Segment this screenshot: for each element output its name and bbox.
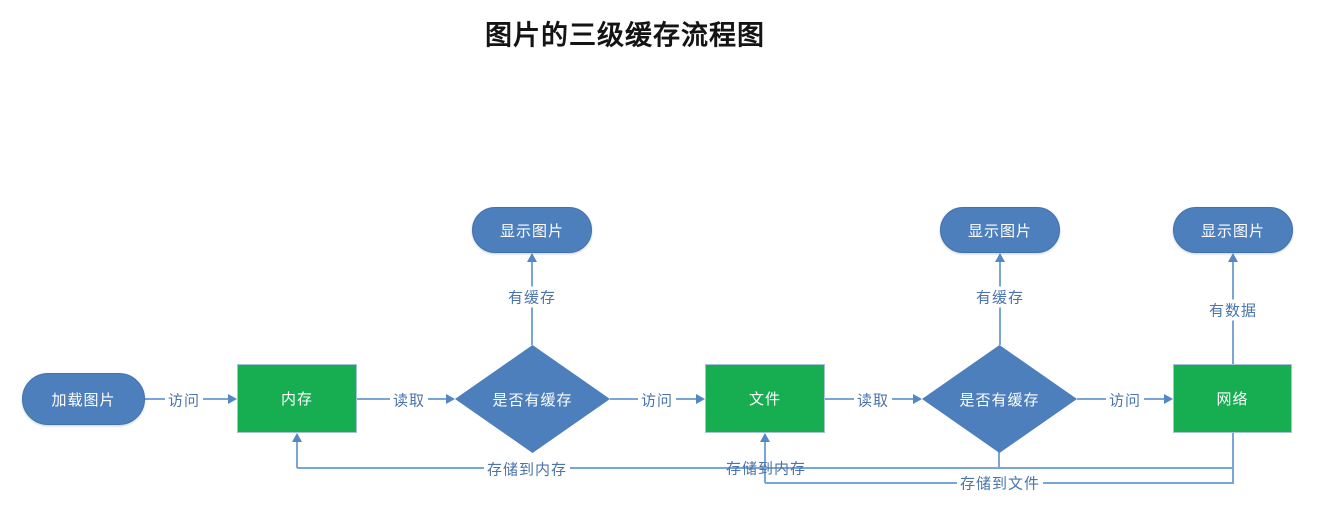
node-decision1-label: 是否有缓存: [492, 391, 573, 409]
node-display1-label: 显示图片: [499, 222, 564, 240]
node-display2-label: 显示图片: [967, 222, 1032, 240]
arrowhead-into-display1-icon: [527, 253, 537, 262]
arrowhead-into-decision1-icon: [446, 394, 455, 404]
node-memory: 内存: [237, 364, 357, 433]
arrowhead-into-network-left-icon: [1164, 394, 1173, 404]
edge-label-has-cache2: 有缓存: [972, 286, 1028, 308]
arrowhead-into-file-bottom-icon: [760, 433, 770, 442]
arrowhead-into-memory-bottom-icon: [292, 433, 302, 442]
node-display1: 显示图片: [472, 207, 592, 253]
edge-label-store-to-memory1: 存储到内存: [483, 458, 571, 480]
edge-label-store-to-file: 存储到文件: [956, 472, 1044, 494]
edge-store-to-memory-riser: [296, 441, 298, 468]
node-memory-label: 内存: [280, 391, 313, 408]
edge-label-visit2: 访问: [637, 389, 677, 411]
node-file: 文件: [705, 364, 825, 433]
node-network: 网络: [1173, 364, 1292, 433]
arrowhead-into-display3-icon: [1228, 253, 1238, 262]
edge-label-store-to-memory2: 存储到内存: [725, 460, 807, 478]
node-start: 加载图片: [22, 373, 145, 425]
edge-label-has-cache1: 有缓存: [504, 286, 560, 308]
edge-store-to-file-riser: [764, 441, 766, 483]
arrowhead-into-file-left-icon: [696, 394, 705, 404]
edge-label-has-data: 有数据: [1205, 299, 1261, 321]
node-decision1: 是否有缓存: [455, 345, 610, 453]
node-display2: 显示图片: [940, 207, 1060, 253]
node-display3-label: 显示图片: [1200, 222, 1265, 240]
edge-decision2-bottom-drop: [998, 452, 1000, 468]
edge-label-visit3: 访问: [1105, 389, 1145, 411]
arrowhead-into-display2-icon: [995, 253, 1005, 262]
edge-label-read1: 读取: [389, 389, 429, 411]
node-decision2: 是否有缓存: [922, 345, 1077, 453]
arrowhead-into-decision2-icon: [913, 394, 922, 404]
node-start-label: 加载图片: [51, 391, 116, 409]
node-file-label: 文件: [748, 391, 781, 408]
node-network-label: 网络: [1216, 391, 1249, 408]
node-decision2-label: 是否有缓存: [959, 391, 1040, 409]
edge-label-visit1: 访问: [164, 389, 204, 411]
node-display3: 显示图片: [1173, 207, 1293, 253]
edge-label-read2: 读取: [853, 389, 893, 411]
edge-network-bottom-drop: [1232, 433, 1234, 484]
diagram-title: 图片的三级缓存流程图: [485, 20, 765, 51]
arrowhead-into-memory-left-icon: [228, 394, 237, 404]
